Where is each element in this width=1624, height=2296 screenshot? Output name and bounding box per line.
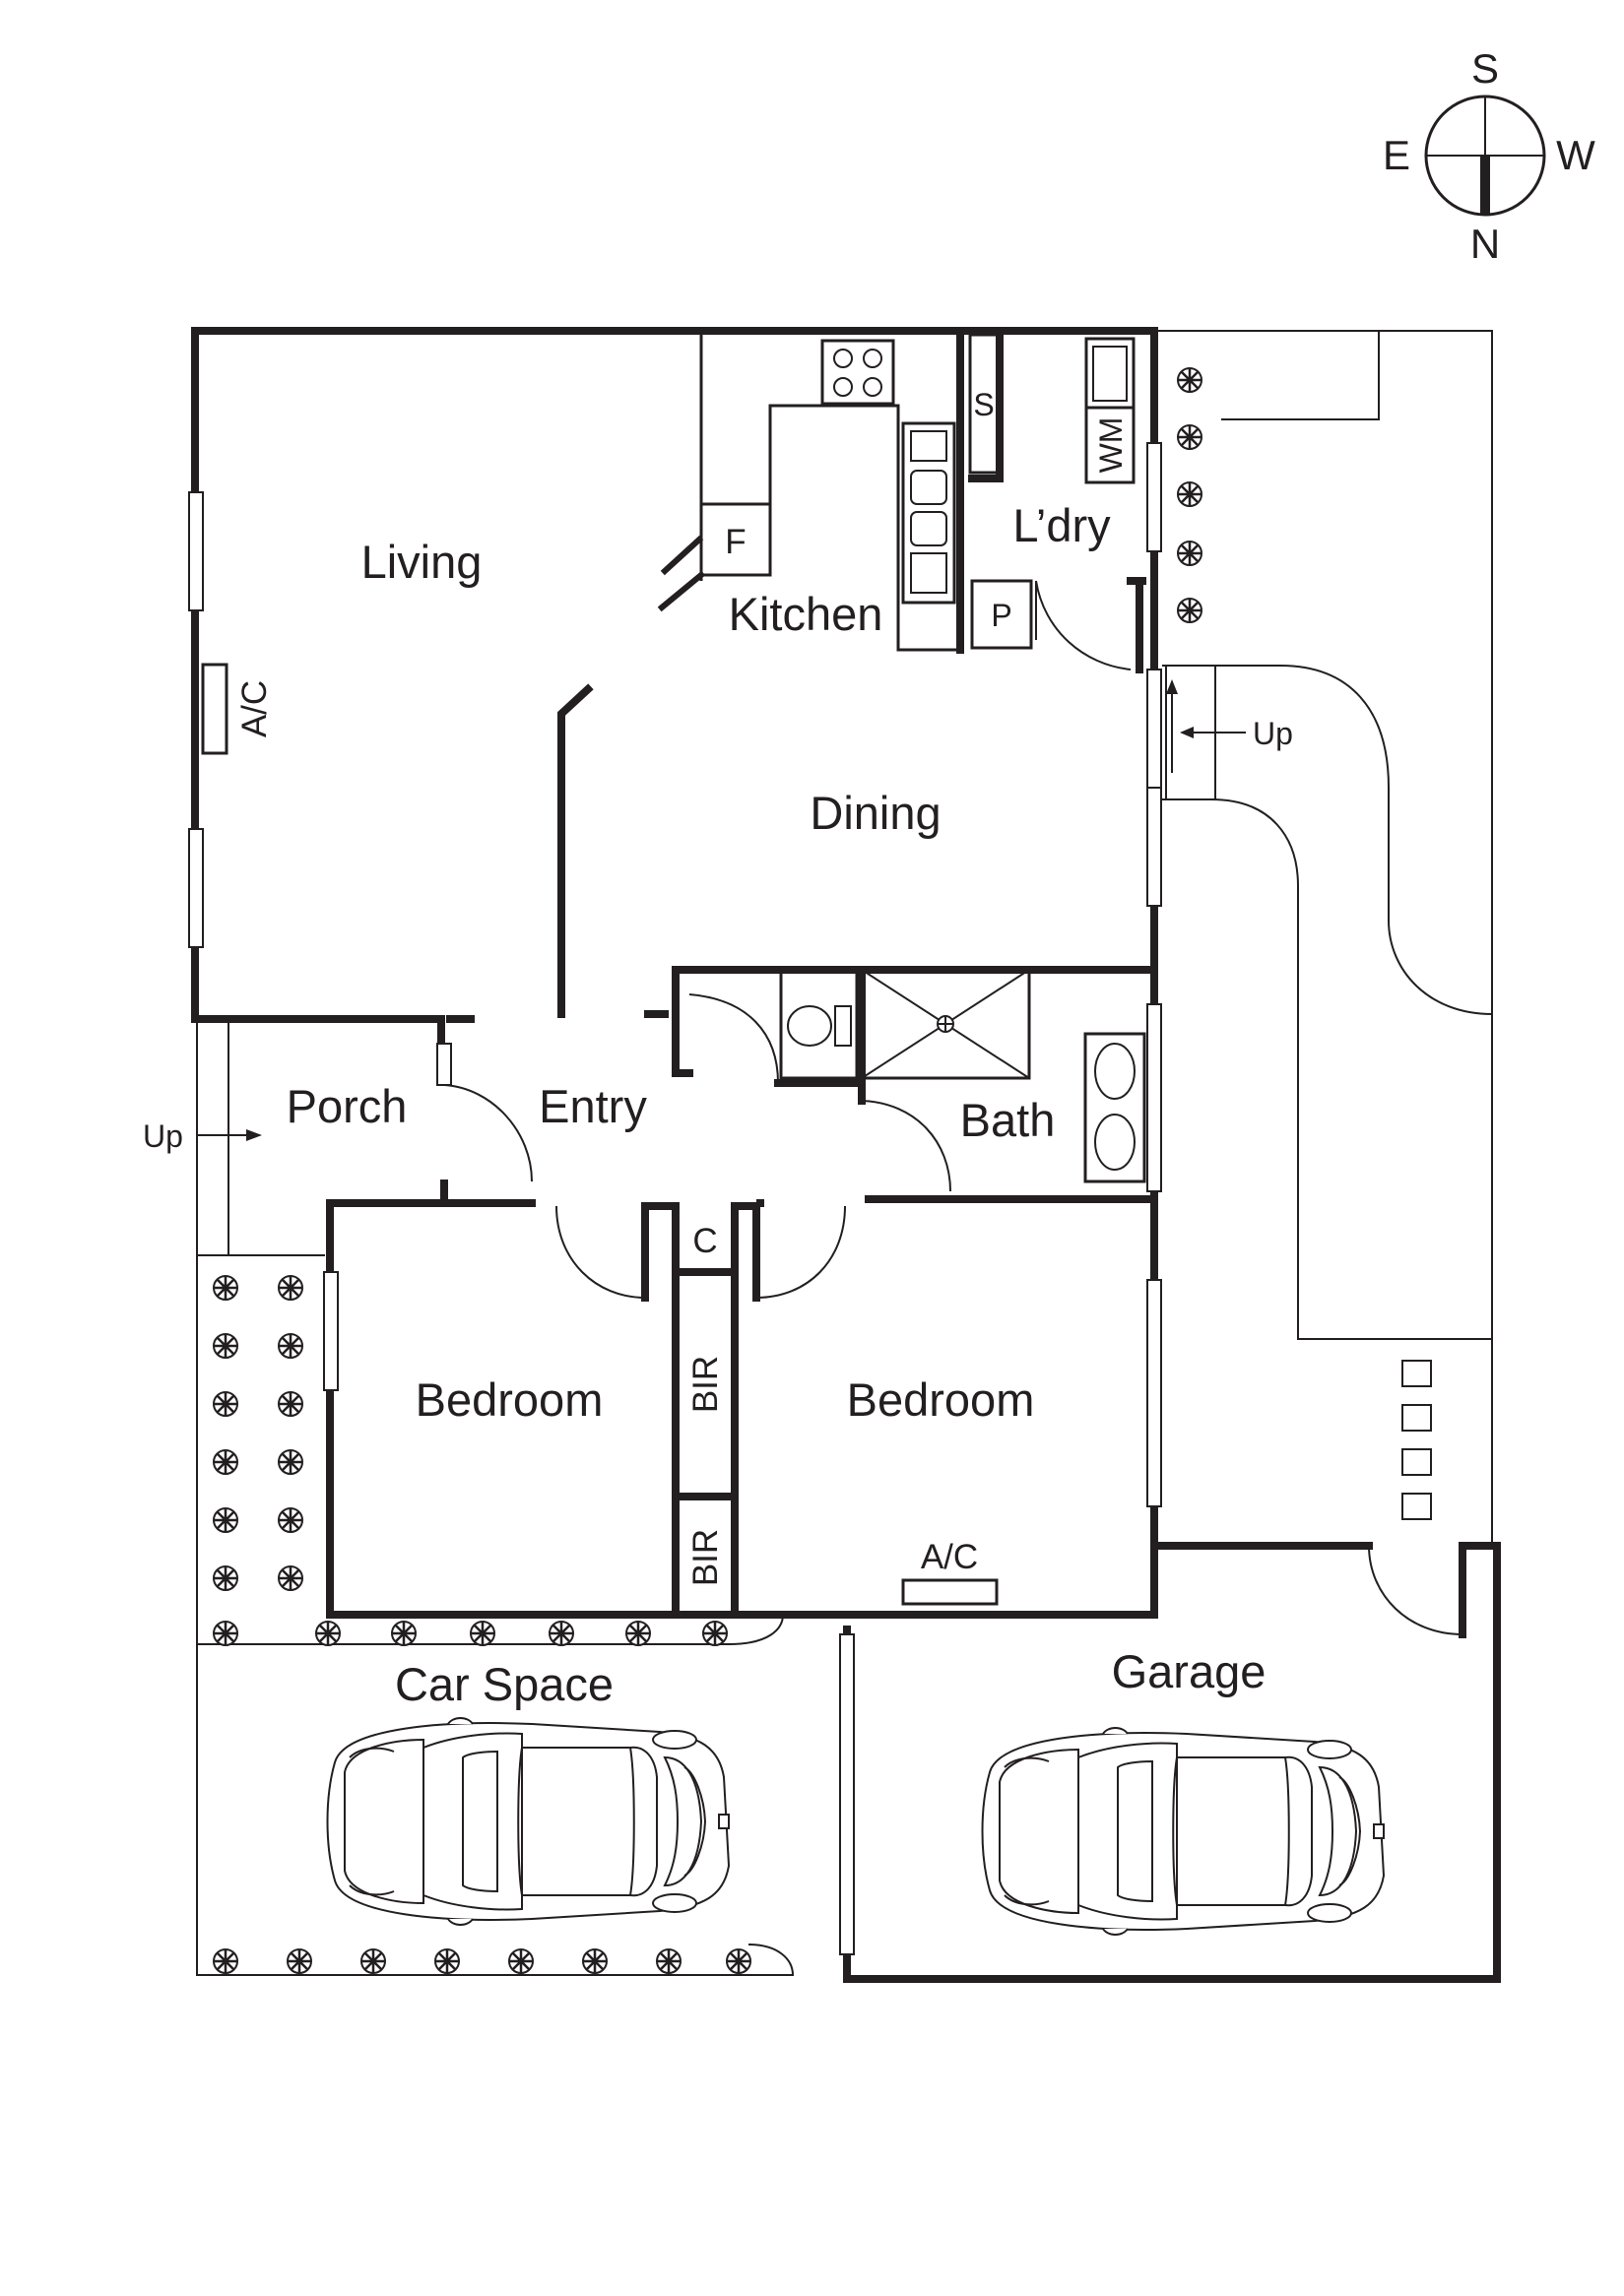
room-label-garage: Garage xyxy=(1112,1645,1267,1697)
compass: S E W N xyxy=(1383,45,1595,267)
room-label-bedroom-1: Bedroom xyxy=(416,1373,604,1426)
living-ac-label: A/C xyxy=(235,680,274,737)
room-label-porch: Porch xyxy=(287,1080,408,1132)
bedroom-ac-label: A/C xyxy=(921,1538,978,1576)
windows xyxy=(188,442,1162,1955)
room-label-dining: Dining xyxy=(810,787,941,839)
compass-west-label: W xyxy=(1556,132,1595,178)
side-up-label: Up xyxy=(1253,716,1293,751)
compass-south-label: S xyxy=(1471,45,1499,92)
doors xyxy=(443,580,1463,1635)
bir-label-1: BIR xyxy=(686,1356,725,1413)
room-label-kitchen: Kitchen xyxy=(729,588,883,640)
storage-label: S xyxy=(973,387,994,422)
compass-east-label: E xyxy=(1383,132,1410,178)
room-label-living: Living xyxy=(361,536,483,588)
porch-up-label: Up xyxy=(143,1118,183,1154)
ac-units: A/C A/C xyxy=(201,663,999,1606)
room-label-bath: Bath xyxy=(960,1094,1056,1146)
room-label-bedroom-2: Bedroom xyxy=(847,1373,1035,1426)
room-label-car-space: Car Space xyxy=(395,1658,614,1710)
shrubs xyxy=(212,366,1203,1975)
bath-fixtures xyxy=(779,968,1146,1183)
core-labels: C BIR BIR xyxy=(686,1222,725,1586)
car-icon xyxy=(326,1717,730,1926)
room-label-entry: Entry xyxy=(539,1080,647,1132)
bir-label-2: BIR xyxy=(686,1529,725,1586)
washing-machine-label: WM xyxy=(1093,417,1129,474)
site-lines: Up Up xyxy=(143,330,1493,1976)
cupboard-label: C xyxy=(692,1222,717,1260)
room-label-laundry: L’dry xyxy=(1012,499,1111,551)
compass-north-label: N xyxy=(1470,221,1500,267)
kitchen-fixtures: F P S WM xyxy=(657,333,1136,652)
fridge-label: F xyxy=(725,523,746,561)
pantry-label: P xyxy=(991,598,1011,633)
car-icon xyxy=(981,1727,1385,1936)
room-labels: Living Kitchen L’dry Dining Porch Entry … xyxy=(287,499,1267,1710)
